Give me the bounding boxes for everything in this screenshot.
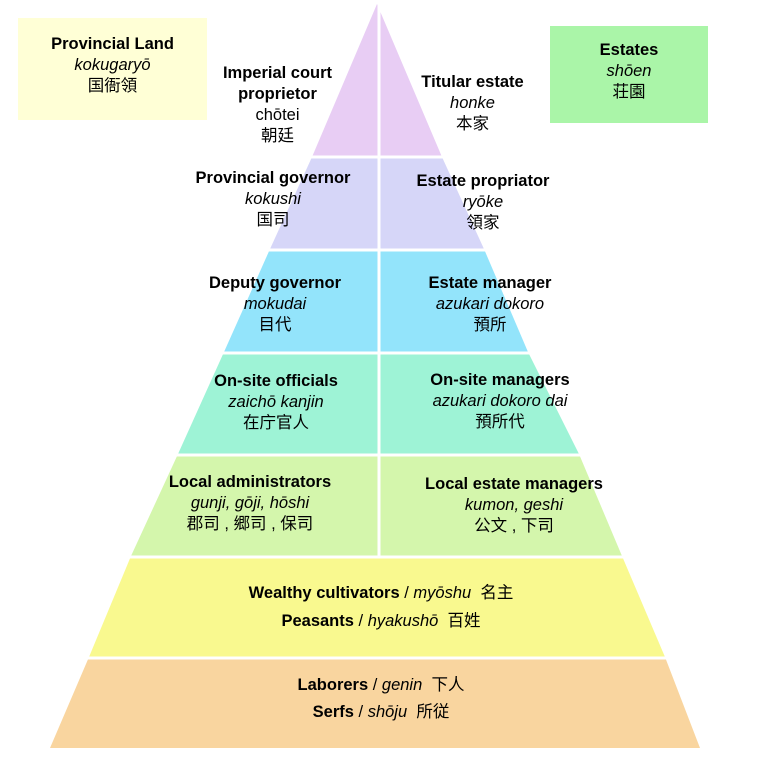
right-romaji-4: azukari dokoro dai (432, 392, 568, 410)
estates-title: Estates (599, 41, 659, 59)
left-romaji-2: kokushi (245, 190, 301, 208)
right-kanji-2: 領家 (466, 214, 500, 232)
row-kanji-serfs: 所従 (416, 703, 450, 721)
right-title-3: Estate manager (428, 274, 552, 292)
pyramid-tier-1 (312, 4, 442, 157)
pyramid-tier-3 (224, 249, 528, 352)
row-sep-wealthy: / (399, 584, 414, 602)
pyramid-tier-7 (50, 657, 700, 748)
bottom-row-wealthy-cultivators: Wealthy cultivators / myōshu 名主 (0, 583, 762, 604)
row-sep-serfs: / (353, 703, 368, 721)
right-title-4: On-site managers (430, 371, 570, 389)
bottom-row-serfs: Serfs / shōju 所従 (0, 702, 762, 723)
provincial-land-kanji: 国衙領 (87, 77, 138, 95)
right-romaji-1: honke (450, 94, 495, 112)
left-label-3: Deputy governor mokudai 目代 (185, 273, 365, 336)
right-label-4: On-site managers azukari dokoro dai 預所代 (400, 370, 600, 433)
right-title-2: Estate propriator (416, 172, 550, 190)
left-label-2: Provincial governor kokushi 国司 (178, 168, 368, 231)
pyramid-tier-5 (131, 454, 622, 556)
right-romaji-3: azukari dokoro (435, 295, 545, 313)
provincial-land-box: Provincial Land kokugaryō 国衙領 (18, 18, 207, 120)
row-sep-laborers: / (368, 676, 382, 694)
row-title-laborers: Laborers (297, 676, 369, 694)
left-romaji-4: zaichō kanjin (228, 393, 324, 411)
left-label-5: Local administrators gunji, gōji, hōshi … (150, 472, 350, 535)
row-title-serfs: Serfs (312, 703, 354, 721)
left-romaji-5: gunji, gōji, hōshi (190, 494, 310, 512)
row-kanji-peasants: 百姓 (447, 612, 481, 630)
left-kanji-3: 目代 (258, 316, 292, 334)
left-kanji-1: 朝廷 (261, 127, 294, 145)
right-title-1: Titular estate (421, 73, 524, 91)
left-title-4: On-site officials (214, 372, 338, 390)
row-romaji-serfs: shōju (367, 703, 408, 721)
right-label-2: Estate propriator ryōke 領家 (393, 171, 573, 234)
left-title-5: Local administrators (168, 473, 332, 491)
right-label-5: Local estate managers kumon, geshi 公文 , … (400, 474, 628, 537)
provincial-land-romaji: kokugaryō (74, 56, 151, 74)
bottom-row-peasants: Peasants / hyakushō 百姓 (0, 611, 762, 632)
left-title-1b: proprietor (238, 85, 317, 103)
row-romaji-wealthy: myōshu (413, 584, 472, 602)
bottom-row-laborers: Laborers / genin 下人 (0, 675, 762, 696)
estates-kanji: 荘園 (612, 83, 646, 101)
right-romaji-5: kumon, geshi (464, 496, 564, 514)
provincial-land-title: Provincial Land (51, 35, 174, 53)
left-romaji-3: mokudai (243, 295, 307, 313)
pyramid-tier-2 (270, 157, 484, 249)
row-sep-peasants: / (353, 612, 368, 630)
right-label-3: Estate manager azukari dokoro 預所 (400, 273, 580, 336)
left-romaji-1: chōtei (255, 106, 300, 124)
right-kanji-1: 本家 (456, 115, 489, 133)
row-title-wealthy: Wealthy cultivators (248, 584, 400, 602)
row-title-peasants: Peasants (281, 612, 354, 630)
left-kanji-5: 郡司 , 郷司 , 保司 (186, 515, 314, 533)
right-kanji-5: 公文 , 下司 (474, 517, 554, 535)
right-kanji-3: 預所 (473, 316, 507, 334)
row-kanji-wealthy: 名主 (480, 584, 514, 602)
right-romaji-2: ryōke (462, 193, 504, 211)
left-title-3: Deputy governor (208, 274, 342, 292)
right-title-5: Local estate managers (425, 475, 603, 493)
row-romaji-laborers: genin (381, 676, 423, 694)
tier-dividers (80, 0, 675, 660)
estates-box: Estates shōen 荘園 (550, 26, 708, 123)
left-title-2: Provincial governor (195, 169, 351, 187)
left-label-1: Imperial court proprietor chōtei 朝廷 (200, 63, 355, 147)
left-kanji-2: 国司 (256, 211, 290, 229)
right-label-1: Titular estate honke 本家 (400, 72, 545, 135)
pyramid-tier-6 (89, 556, 665, 657)
right-kanji-4: 預所代 (475, 413, 525, 431)
left-kanji-4: 在庁官人 (243, 414, 309, 432)
estates-romaji: shōen (606, 62, 652, 80)
row-kanji-laborers: 下人 (431, 676, 465, 694)
row-romaji-peasants: hyakushō (367, 612, 439, 630)
left-title-1a: Imperial court (222, 64, 333, 82)
left-label-4: On-site officials zaichō kanjin 在庁官人 (186, 371, 366, 434)
